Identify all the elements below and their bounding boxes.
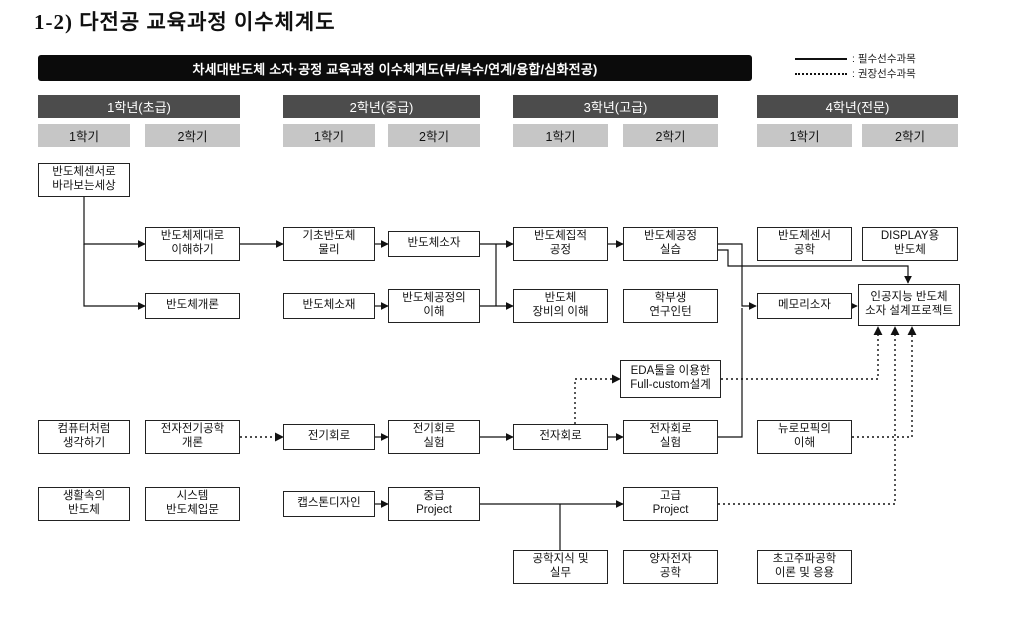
course-box-neuromorphic: 뉴로모픽의 이해 <box>757 420 852 454</box>
edge-24-dotted <box>852 326 917 438</box>
edge-22-dotted <box>721 326 883 380</box>
year-header-4: 4학년(전문) <box>757 95 958 118</box>
course-box-computer-thinking: 컴퓨터처럼 생각하기 <box>38 420 130 454</box>
edge-11-solid <box>718 308 743 438</box>
diagram-title-banner: 차세대반도체 소자·공정 교육과정 이수체계도(부/복수/연계/융합/심화전공) <box>38 55 752 81</box>
course-box-process-lab: 반도체공정 실습 <box>623 227 718 261</box>
legend-required-row: : 필수선수과목 <box>795 51 916 66</box>
course-box-basic-physics: 기초반도체 물리 <box>283 227 375 261</box>
legend-recommended-label: : 권장선수과목 <box>852 68 916 80</box>
semester-header-1-1: 1학기 <box>38 124 130 147</box>
edge-10-solid <box>718 243 757 310</box>
course-box-quantum-electronics: 양자전자 공학 <box>623 550 718 584</box>
semester-header-2-1: 1학기 <box>283 124 375 147</box>
semester-header-2-2: 2학기 <box>388 124 480 147</box>
course-box-advanced-project: 고급 Project <box>623 487 718 521</box>
course-box-system-semiconductor: 시스템 반도체입문 <box>145 487 240 521</box>
course-box-ee-intro: 전자전기공학 개론 <box>145 420 240 454</box>
course-box-semiconductor-material: 반도체소재 <box>283 293 375 319</box>
course-box-memory-device: 메모리소자 <box>757 293 852 319</box>
edge-23-dotted <box>718 326 900 505</box>
year-header-3: 3학년(고급) <box>513 95 718 118</box>
course-box-semiconductor-device: 반도체소자 <box>388 231 480 257</box>
legend-required-label: : 필수선수과목 <box>852 53 916 65</box>
semester-header-3-2: 2학기 <box>623 124 718 147</box>
course-box-engineering-practice: 공학지식 및 실무 <box>513 550 608 584</box>
course-box-process-understanding: 반도체공정의 이해 <box>388 289 480 323</box>
course-box-electronic-circuit: 전자회로 <box>513 424 608 450</box>
course-box-proper-understanding: 반도체제대로 이해하기 <box>145 227 240 261</box>
course-box-semiconductor-intro: 반도체개론 <box>145 293 240 319</box>
page-title: 1-2) 다전공 교육과정 이수체계도 <box>34 10 336 34</box>
course-box-equipment-understanding: 반도체 장비의 이해 <box>513 289 608 323</box>
course-box-electric-circuit-lab: 전기회로 실험 <box>388 420 480 454</box>
course-box-electronic-circuit-lab: 전자회로 실험 <box>623 420 718 454</box>
semester-header-1-2: 2학기 <box>145 124 240 147</box>
semester-header-3-1: 1학기 <box>513 124 608 147</box>
course-box-life-semiconductor: 생활속의 반도체 <box>38 487 130 521</box>
edge-2-solid <box>83 244 146 310</box>
course-box-sensor-world: 반도체센서로 바라보는세상 <box>38 163 130 197</box>
course-box-mid-project: 중급 Project <box>388 487 480 521</box>
edge-12-solid <box>718 249 912 284</box>
dotted-line-icon <box>795 72 847 75</box>
edge-1-solid <box>83 197 146 248</box>
year-header-2: 2학년(중급) <box>283 95 480 118</box>
legend: : 필수선수과목 : 권장선수과목 <box>795 51 916 81</box>
course-box-eda-fullcustom: EDA툴을 이용한 Full-custom설계 <box>620 360 721 398</box>
course-box-research-intern: 학부생 연구인턴 <box>623 289 718 323</box>
course-box-electric-circuit: 전기회로 <box>283 424 375 450</box>
semester-header-4-1: 1학기 <box>757 124 852 147</box>
course-box-capstone-design: 캡스톤디자인 <box>283 491 375 517</box>
course-box-sensor-engineering: 반도체센서 공학 <box>757 227 852 261</box>
course-box-display-semiconductor: DISPLAY용 반도체 <box>862 227 958 261</box>
year-header-1: 1학년(초급) <box>38 95 240 118</box>
semester-header-4-2: 2학기 <box>862 124 958 147</box>
course-box-ai-device-project: 인공지능 반도체 소자 설계프로젝트 <box>858 284 960 326</box>
edge-21-dotted <box>574 374 621 424</box>
course-box-integrated-process: 반도체집적 공정 <box>513 227 608 261</box>
solid-line-icon <box>795 57 847 60</box>
course-box-microwave-engineering: 초고주파공학 이론 및 응용 <box>757 550 852 584</box>
legend-recommended-row: : 권장선수과목 <box>795 66 916 81</box>
